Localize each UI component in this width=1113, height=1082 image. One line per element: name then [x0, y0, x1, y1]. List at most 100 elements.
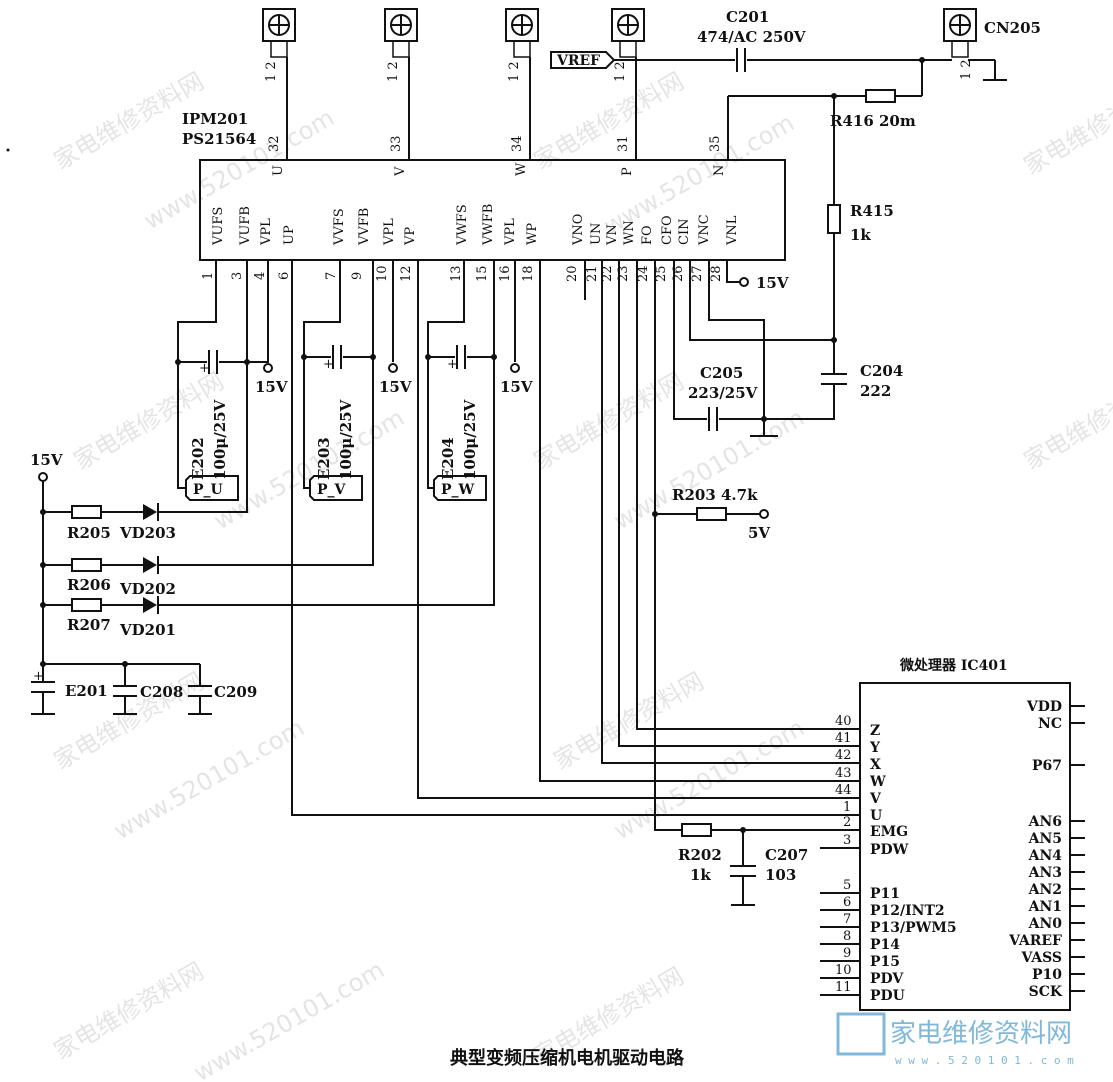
ipm-bottom-pin-names: VUFS VUFB VPL UP VVFS VVFB VPL VP VWFS V…	[211, 204, 740, 246]
r203-body	[696, 507, 727, 521]
mcu-pin-num: 41	[835, 731, 852, 746]
diagram-caption: 典型变频压缩机电机驱动电路	[450, 1047, 685, 1069]
ipm-pin-num: 21	[585, 265, 600, 282]
watermark-cn: 家电维修资料网	[549, 667, 708, 775]
r415-ref: R415	[850, 202, 894, 220]
connector-pins: 1 2	[264, 61, 279, 82]
ipm-pin-num: 10	[375, 265, 390, 282]
connector-ref: CN205	[984, 19, 1041, 37]
mcu-pin-name: AN2	[1028, 882, 1062, 898]
ipm-pin-name: VN	[605, 224, 620, 246]
mcu-pin-name: X	[870, 757, 881, 773]
ipm-pin-name: VVFB	[357, 208, 372, 246]
r203-label: R203 4.7k	[672, 486, 758, 504]
ipm-top-pin-num: 34	[510, 135, 525, 152]
connector-pins: 1 2	[959, 59, 974, 80]
ipm-pin-num: 25	[654, 265, 669, 282]
mcu-ic401: 微处理器 IC401	[859, 657, 1071, 1011]
mcu-pin-name: PDU	[870, 988, 905, 1004]
mcu-pin-num: 1	[843, 800, 851, 815]
mcu-pin-name: W	[869, 774, 886, 790]
c201-value: 474/AC 250V	[697, 28, 806, 46]
ipm-pin-name: CFO	[660, 215, 675, 245]
ipm201: IPM201 PS21564	[182, 110, 786, 261]
e201-label: E201	[65, 682, 108, 700]
ipm-pin-name: VP	[403, 227, 418, 246]
ipm-pin-name: CIN	[677, 219, 692, 245]
ipm-pin-num: 28	[709, 265, 724, 282]
svg-text:+: +	[323, 357, 334, 372]
ipm-ref: IPM201	[182, 110, 248, 128]
vd203-diode	[143, 504, 157, 520]
mcu-pin-num: 10	[835, 963, 852, 978]
ipm-pin-name: VUFB	[238, 206, 253, 246]
mcu-pin-name: AN4	[1028, 848, 1063, 864]
c207-ref: C207	[765, 846, 808, 864]
mcu-pin-num: 42	[835, 748, 852, 763]
e204-ref: E204	[439, 437, 457, 480]
p-u-label: P_U	[193, 482, 223, 498]
ipm-top-pin-name: W	[514, 162, 529, 176]
mcu-pin-name: U	[870, 808, 882, 824]
e203-value: 100μ/25V	[337, 399, 355, 480]
mcu-pin-num: 9	[843, 946, 851, 961]
mcu-pin-name: PDW	[870, 842, 909, 858]
mcu-pin-name: P14	[870, 937, 900, 953]
watermark-cn: 家电维修资料网	[529, 67, 688, 175]
vd201-diode	[143, 597, 157, 613]
svg-text:+: +	[33, 669, 44, 684]
r206-body	[71, 558, 102, 572]
ipm-pin-num: 3	[230, 272, 245, 280]
tag-p-v: P_V	[309, 475, 363, 501]
p-v-label: P_V	[317, 482, 347, 498]
c207-value: 103	[765, 866, 796, 884]
mcu-pin-num: 5	[843, 878, 851, 893]
connector-pins: 1 2	[613, 61, 628, 82]
c205-ref: C205	[700, 364, 743, 382]
ipm-pin-num: 27	[690, 265, 705, 282]
v5-label: 5V	[748, 524, 770, 542]
mcu-pin-name: AN5	[1028, 831, 1062, 847]
ipm-pin-name: VNC	[697, 214, 712, 246]
ipm-body	[199, 159, 786, 261]
tag-p-u: P_U	[185, 475, 239, 501]
mcu-pin-name: Y	[869, 740, 881, 756]
ipm-pin-name: VPL	[259, 218, 274, 246]
mcu-pin-name: PDV	[870, 971, 904, 987]
c209-label: C209	[214, 683, 257, 701]
v15-label: 15V	[379, 378, 412, 396]
ipm-top-pin-num: 33	[389, 135, 404, 152]
ipm-pin-name: WN	[622, 220, 637, 245]
ipm-pin-num: 15	[475, 265, 490, 282]
watermark-url: www.520101.com	[609, 714, 809, 846]
ipm-top-pin-name: V	[393, 166, 408, 177]
mcu-pin-name: SCK	[1029, 984, 1063, 1000]
mcu-pin-num: 44	[835, 783, 852, 798]
ipm-pin-num: 1	[201, 272, 216, 280]
e203-ref: E203	[315, 437, 333, 480]
ipm-pin-num: 22	[600, 265, 615, 282]
ipm-pin-name: VWFB	[481, 204, 496, 246]
mcu-title: 微处理器 IC401	[899, 657, 1008, 674]
mcu-pin-name: EMG	[870, 824, 908, 840]
r202-value: 1k	[690, 866, 711, 884]
vd202-label: VD202	[119, 580, 176, 598]
connector-pins: 1 2	[386, 61, 401, 82]
v15-label: 15V	[756, 274, 789, 292]
ipm-bottom-pin-numbers: 1 3 4 6 7 9 10 12 13 15 16 18 20 21 22 2…	[201, 265, 724, 282]
r202-body	[681, 823, 712, 837]
c204-ref: C204	[860, 362, 903, 380]
mcu-pin-num: 11	[835, 980, 852, 995]
ipm-pin-num: 20	[565, 265, 580, 282]
ipm-top-pin-num: 35	[708, 135, 723, 152]
ipm-pin-num: 12	[399, 265, 414, 282]
logo-url: w w w . 5 2 0 1 0 1 . c o m	[895, 1054, 1074, 1067]
ipm-top-pin-num: 32	[267, 135, 282, 152]
v15-label: 15V	[500, 378, 533, 396]
e202-value: 100μ/25V	[211, 399, 229, 480]
watermark-url: www.520101.com	[189, 956, 389, 1082]
watermark-cn: 家电维修资料网	[49, 957, 208, 1065]
r205-body	[71, 505, 102, 519]
ipm-top-pin-name: P	[620, 167, 635, 176]
